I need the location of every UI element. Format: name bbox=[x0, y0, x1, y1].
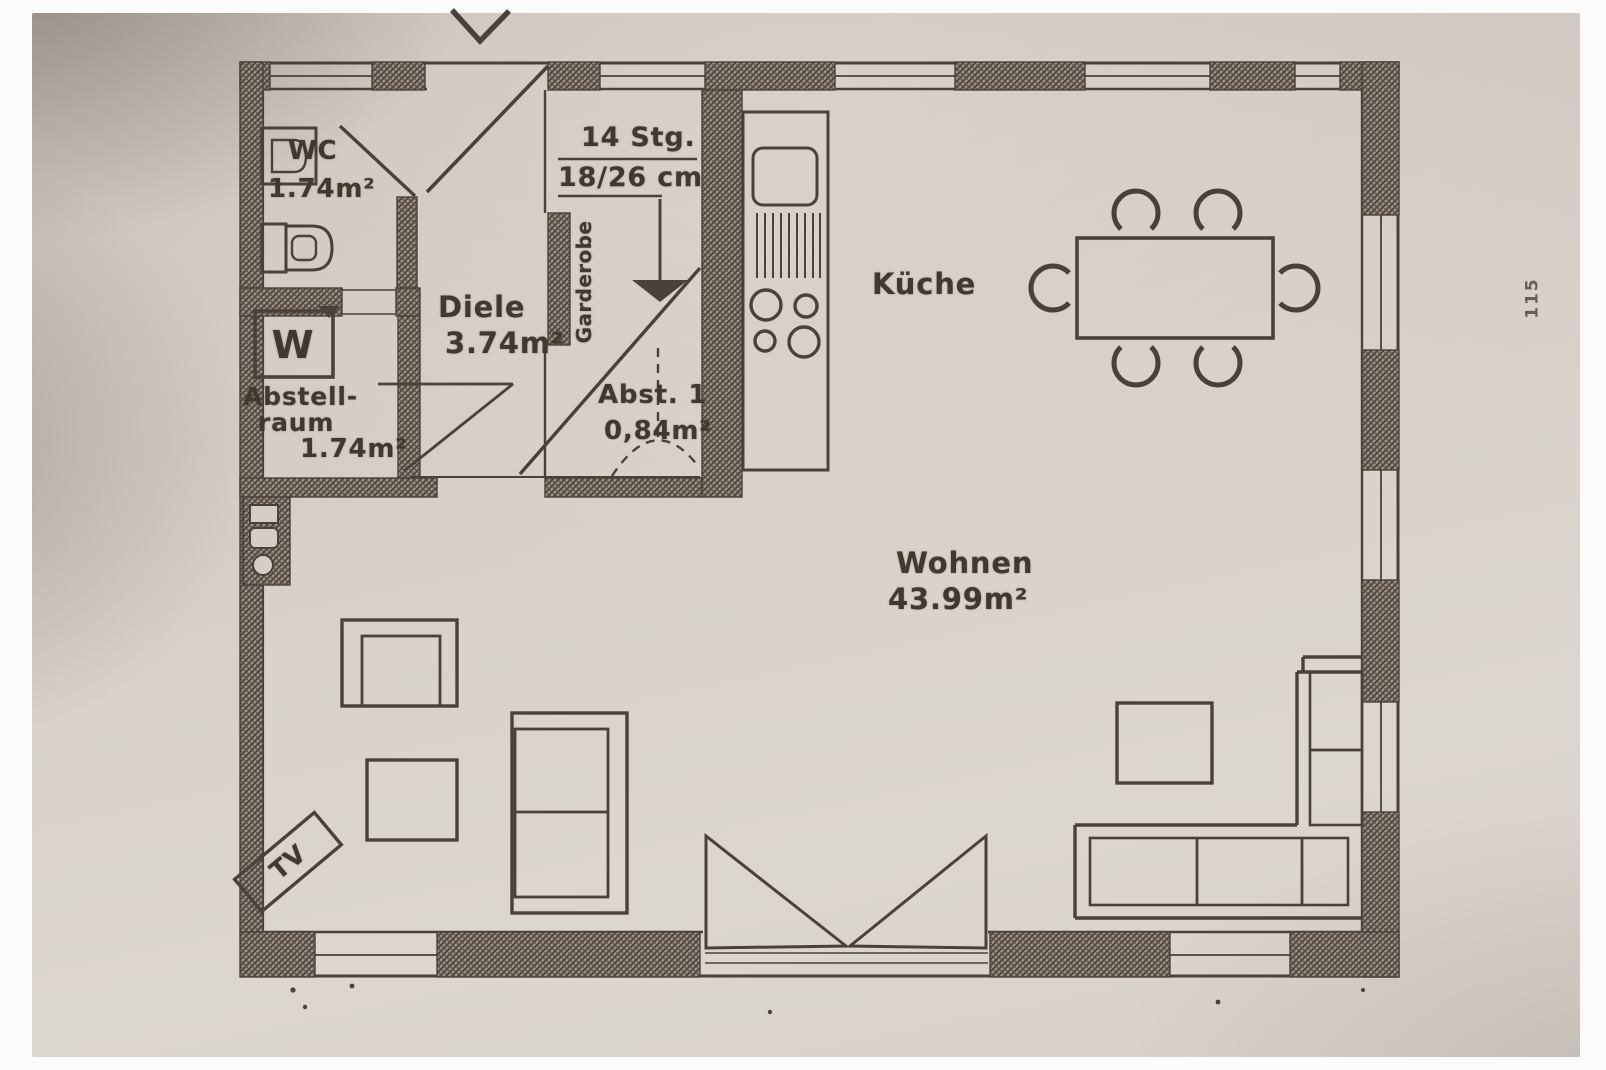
abst1-label: Abst. 1 bbox=[598, 380, 708, 410]
corner-sofa bbox=[1073, 655, 1364, 920]
abst1-area-label: 0,84m² bbox=[604, 416, 712, 446]
wall-segment bbox=[989, 931, 1171, 978]
hall-door-swing bbox=[378, 382, 514, 473]
kitchen-divider-wall bbox=[701, 89, 743, 498]
wall-segment bbox=[436, 931, 701, 978]
wall-segment bbox=[371, 61, 426, 91]
wohnen-area-label: 43.99m² bbox=[888, 582, 1029, 616]
toilet-icon bbox=[260, 222, 334, 274]
armchair bbox=[340, 618, 459, 708]
entrance-door-swing bbox=[425, 64, 550, 194]
dining-chair bbox=[1111, 338, 1161, 388]
wall-segment bbox=[1209, 61, 1296, 91]
drainer-hatching bbox=[756, 213, 821, 278]
abstellraum-label-line2: raum bbox=[258, 408, 335, 437]
dining-chair bbox=[1193, 188, 1243, 238]
kueche-label: Küche bbox=[872, 267, 977, 301]
stairs-riser-tread-label: 18/26 cm bbox=[558, 162, 703, 193]
garderobe-wall bbox=[547, 212, 571, 346]
dining-chair bbox=[1028, 263, 1078, 313]
stairs bbox=[378, 90, 702, 478]
dining-table bbox=[1075, 236, 1275, 340]
diele-label: Diele bbox=[438, 290, 526, 324]
tv-unit bbox=[232, 810, 344, 914]
wc-label: WC bbox=[288, 136, 338, 166]
sofa-two-seat bbox=[510, 711, 629, 915]
wohnen-label: Wohnen bbox=[896, 546, 1034, 580]
wall-segment bbox=[239, 931, 316, 978]
wc-door-swing bbox=[338, 124, 417, 198]
stairs-steps-label: 14 Stg. bbox=[581, 122, 696, 153]
side-table bbox=[365, 758, 459, 842]
stairs-direction-arrow-icon bbox=[632, 199, 688, 302]
french-door-swing bbox=[704, 832, 988, 964]
wc-room bbox=[260, 124, 417, 274]
sink-icon bbox=[260, 126, 318, 186]
wall-segment bbox=[1361, 61, 1400, 216]
dining-chair bbox=[1111, 188, 1161, 238]
wohnen-door-swing bbox=[518, 266, 702, 476]
exterior-walls bbox=[239, 61, 1400, 978]
wc-area-label: 1.74m² bbox=[268, 174, 376, 204]
entrance-arrow-icon bbox=[449, 8, 511, 46]
wc-door-jamb-wall bbox=[396, 196, 418, 289]
dining-chair bbox=[1271, 263, 1321, 313]
wc-bottom-wall bbox=[395, 287, 421, 317]
dining-set bbox=[1028, 188, 1321, 388]
abstellraum-area-label: 1.74m² bbox=[300, 434, 408, 464]
washer-label: W bbox=[271, 323, 315, 367]
garderobe-label: Garderobe bbox=[572, 220, 596, 344]
utility-fixtures bbox=[249, 504, 279, 576]
stairs-bottom-wall bbox=[544, 477, 703, 498]
stove-icon bbox=[749, 288, 821, 359]
diele-area-label: 3.74m² bbox=[445, 326, 565, 360]
kitchen-counter bbox=[741, 110, 830, 472]
ink-speckles bbox=[290, 983, 1365, 1015]
wall-segment bbox=[1289, 931, 1400, 978]
coffee-table bbox=[1115, 701, 1214, 785]
margin-note: 115 bbox=[1522, 277, 1543, 319]
kitchen-sink-icon bbox=[751, 146, 819, 207]
interior-walls bbox=[239, 89, 743, 586]
dining-chair bbox=[1193, 338, 1243, 388]
entrance bbox=[425, 8, 550, 194]
wall-segment bbox=[1361, 579, 1400, 703]
wall-segment bbox=[547, 61, 601, 91]
wall-segment bbox=[704, 61, 836, 91]
wall-segment bbox=[954, 61, 1086, 91]
living-room-furniture bbox=[232, 618, 1364, 920]
abst1-outline bbox=[610, 348, 699, 477]
washing-machine-icon bbox=[253, 309, 335, 379]
wall-segment bbox=[1361, 349, 1400, 471]
abstellraum-bottom-wall bbox=[239, 477, 438, 498]
abstellraum-label-line1: Abstell- bbox=[243, 382, 358, 411]
